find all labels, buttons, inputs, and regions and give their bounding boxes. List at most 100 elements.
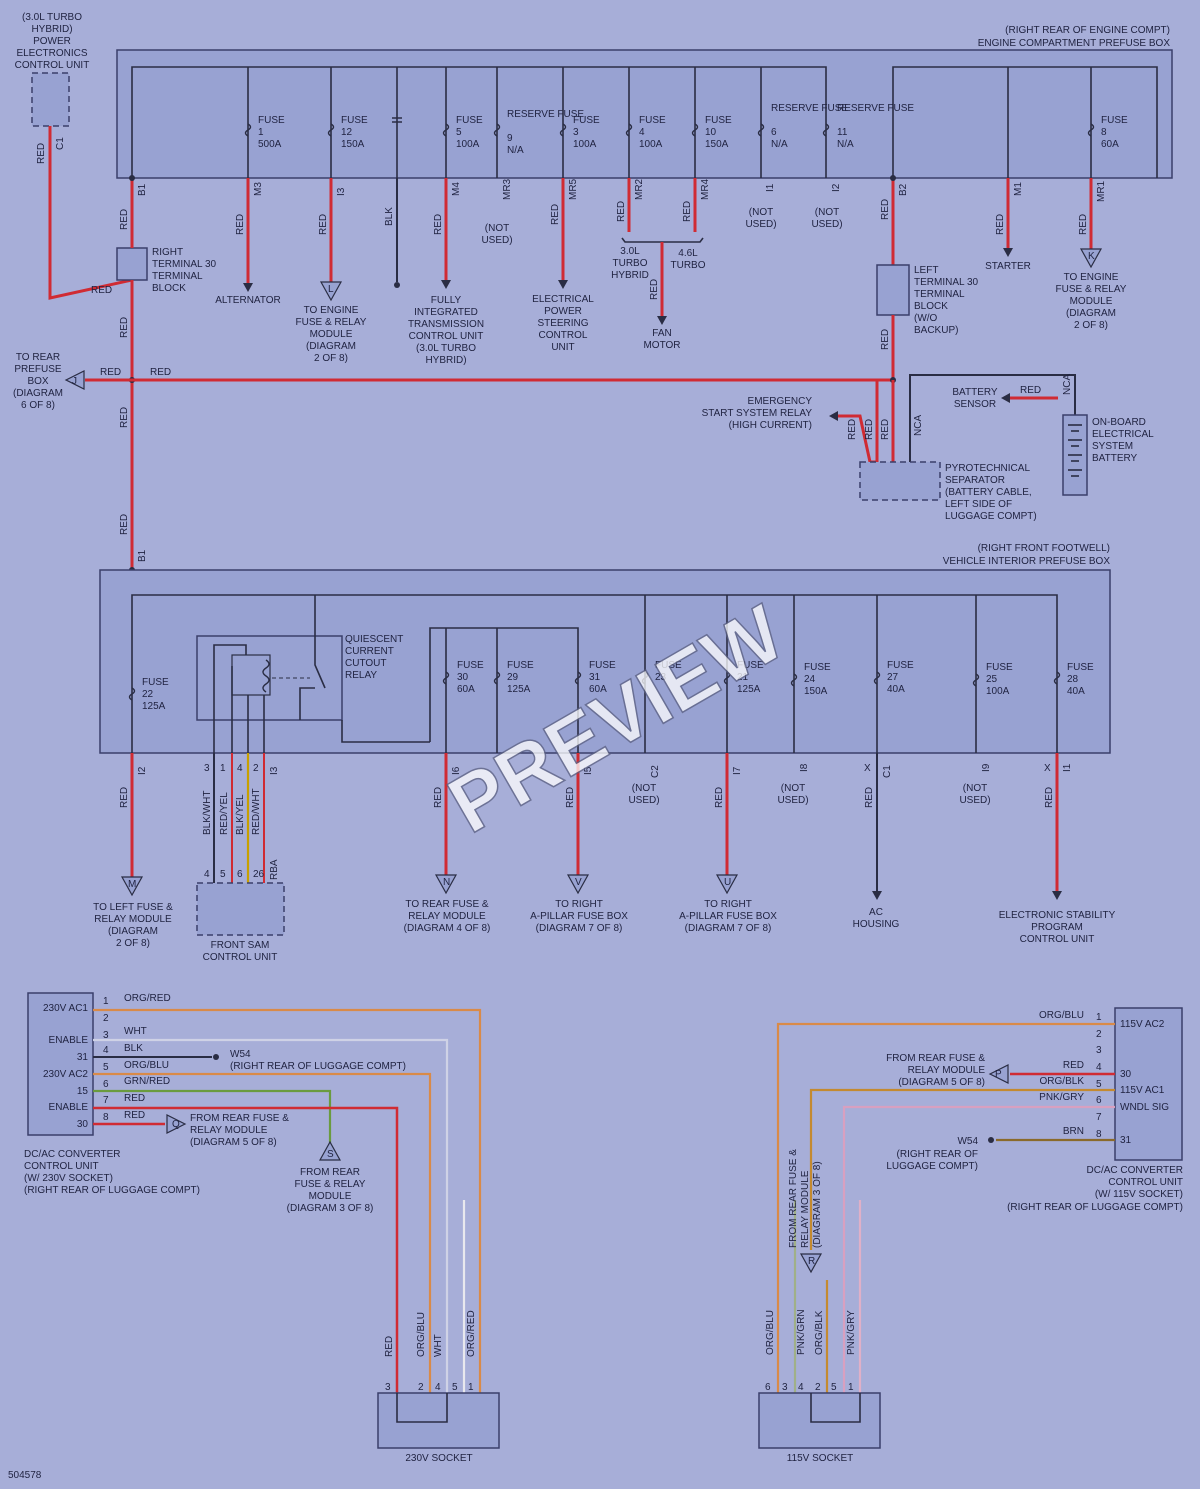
svg-text:TERMINAL 30: TERMINAL 30 [152, 259, 217, 270]
svg-text:I1: I1 [765, 183, 776, 192]
svg-text:ENABLE: ENABLE [49, 1102, 89, 1113]
svg-text:150A: 150A [705, 139, 729, 150]
svg-text:CONTROL UNIT: CONTROL UNIT [15, 60, 90, 71]
svg-text:P: P [995, 1069, 1002, 1080]
svg-text:N: N [443, 877, 450, 888]
svg-text:GRN/RED: GRN/RED [124, 1076, 170, 1087]
svg-text:5: 5 [456, 127, 462, 138]
svg-text:RED: RED [1020, 385, 1041, 396]
svg-text:RED: RED [433, 787, 444, 808]
svg-text:VEHICLE INTERIOR PREFUSE BOX: VEHICLE INTERIOR PREFUSE BOX [943, 556, 1111, 567]
svg-text:3: 3 [782, 1382, 788, 1393]
interior-fuse-columns: FUSE 22 125A FUSE 30 60A FUSE 29 125A FU… [128, 595, 1094, 753]
svg-text:(RIGHT REAR OF LUGGAGE COMPT): (RIGHT REAR OF LUGGAGE COMPT) [24, 1185, 200, 1196]
svg-text:2 OF 8): 2 OF 8) [314, 353, 348, 364]
svg-text:C1: C1 [882, 765, 893, 778]
svg-text:EMERGENCY: EMERGENCY [748, 396, 813, 407]
svg-text:RED: RED [119, 209, 130, 230]
svg-text:CUTOUT: CUTOUT [345, 658, 386, 669]
ground-icon [988, 1137, 994, 1143]
svg-text:I9: I9 [981, 763, 992, 772]
svg-text:CONTROL UNIT: CONTROL UNIT [24, 1161, 99, 1172]
svg-text:(DIAGRAM 4 OF 8): (DIAGRAM 4 OF 8) [404, 923, 491, 934]
svg-text:2 OF 8): 2 OF 8) [116, 938, 150, 949]
svg-text:K: K [1088, 251, 1095, 262]
svg-text:4: 4 [798, 1382, 804, 1393]
svg-text:7: 7 [1096, 1112, 1102, 1123]
svg-text:RED/WHT: RED/WHT [251, 788, 262, 835]
svg-text:V: V [575, 877, 582, 888]
svg-text:RED: RED [384, 1336, 395, 1357]
svg-text:A-PILLAR FUSE BOX: A-PILLAR FUSE BOX [679, 911, 777, 922]
dc-ac-converter-115v: 115V AC2 30 115V AC1 WNDL SIG 31 1 2 3 4… [1007, 1007, 1183, 1213]
svg-text:(RIGHT REAR OF: (RIGHT REAR OF [897, 1149, 978, 1160]
front-sam-control-unit [196, 882, 285, 936]
svg-text:RED: RED [36, 143, 47, 164]
svg-text:I5: I5 [583, 766, 594, 775]
svg-text:4: 4 [1096, 1062, 1102, 1073]
svg-text:USED): USED) [628, 795, 659, 806]
svg-text:ORG/RED: ORG/RED [466, 1310, 477, 1357]
svg-text:B2: B2 [898, 183, 909, 196]
svg-text:START SYSTEM RELAY: START SYSTEM RELAY [702, 408, 813, 419]
svg-text:CONTROL: CONTROL [539, 330, 588, 341]
svg-text:N/A: N/A [771, 139, 788, 150]
svg-text:115V AC1: 115V AC1 [1120, 1085, 1165, 1096]
svg-text:TO ENGINE: TO ENGINE [304, 305, 359, 316]
svg-text:BACKUP): BACKUP) [914, 325, 958, 336]
svg-text:HOUSING: HOUSING [853, 919, 900, 930]
svg-text:TERMINAL 30: TERMINAL 30 [914, 277, 979, 288]
svg-text:RED: RED [880, 199, 891, 220]
svg-text:9: 9 [507, 133, 513, 144]
connector-j [64, 370, 85, 390]
svg-text:FRONT SAM: FRONT SAM [211, 940, 270, 951]
interior-box-outputs: M RED TO LEFT FUSE & RELAY MODULE (DIAGR… [93, 753, 1116, 963]
svg-text:2 OF 8): 2 OF 8) [1074, 320, 1108, 331]
svg-text:3: 3 [1096, 1045, 1102, 1056]
svg-text:125A: 125A [142, 701, 166, 712]
svg-text:4: 4 [435, 1382, 441, 1393]
svg-text:N/A: N/A [507, 145, 524, 156]
svg-text:2: 2 [103, 1013, 109, 1024]
engine-box-pins: B1 M3 I3 M4 MR3 MR5 MR2 MR4 I1 I2 B2 M1 … [137, 178, 1107, 202]
svg-text:115V AC2: 115V AC2 [1120, 1019, 1165, 1030]
svg-text:230V AC2: 230V AC2 [43, 1069, 88, 1080]
svg-text:W54: W54 [230, 1049, 251, 1060]
svg-text:RED: RED [1044, 787, 1055, 808]
svg-text:31: 31 [589, 672, 601, 683]
svg-text:I2: I2 [831, 183, 842, 192]
svg-text:30: 30 [1120, 1069, 1132, 1080]
svg-text:X: X [864, 763, 871, 774]
svg-text:MR1: MR1 [1096, 180, 1107, 202]
svg-text:RED: RED [847, 419, 858, 440]
socket-115v: 6 3 4 2 5 1 115V SOCKET [758, 1382, 881, 1464]
engine-box-outputs: RED ALTERNATOR L RED TO ENGINE FUSE & RE… [215, 178, 1127, 366]
svg-text:(DIAGRAM 7 OF 8): (DIAGRAM 7 OF 8) [536, 923, 623, 934]
svg-text:MODULE: MODULE [1070, 296, 1113, 307]
svg-text:21: 21 [737, 672, 749, 683]
svg-text:L: L [328, 284, 334, 295]
svg-text:I7: I7 [732, 766, 743, 775]
connector-u [715, 874, 739, 895]
power-electronics-control-unit: (3.0L TURBO HYBRID) POWER ELECTRONICS CO… [15, 12, 90, 164]
engine-fuse-columns: FUSE 1 500A FUSE 12 150A FUSE 5 100A RES… [244, 67, 1128, 178]
svg-text:30: 30 [77, 1119, 89, 1130]
svg-text:QUIESCENT: QUIESCENT [345, 634, 403, 645]
svg-text:100A: 100A [639, 139, 663, 150]
svg-text:4: 4 [237, 763, 243, 774]
quiescent-current-cutout-relay: QUIESCENT CURRENT CUTOUT RELAY [196, 595, 430, 753]
svg-text:TRANSMISSION: TRANSMISSION [408, 319, 484, 330]
svg-text:3: 3 [385, 1382, 391, 1393]
svg-text:RELAY MODULE: RELAY MODULE [94, 914, 172, 925]
svg-text:6: 6 [237, 869, 243, 880]
svg-text:TURBO: TURBO [613, 258, 648, 269]
socket-230v: 3 2 4 5 1 230V SOCKET [377, 1382, 500, 1464]
svg-text:RED: RED [1078, 214, 1089, 235]
svg-text:500A: 500A [258, 139, 282, 150]
svg-text:RED: RED [119, 787, 130, 808]
svg-text:RELAY: RELAY [345, 670, 377, 681]
svg-text:I8: I8 [799, 763, 810, 772]
svg-text:TURBO: TURBO [671, 260, 706, 271]
svg-text:RED: RED [550, 204, 561, 225]
svg-text:100A: 100A [456, 139, 480, 150]
